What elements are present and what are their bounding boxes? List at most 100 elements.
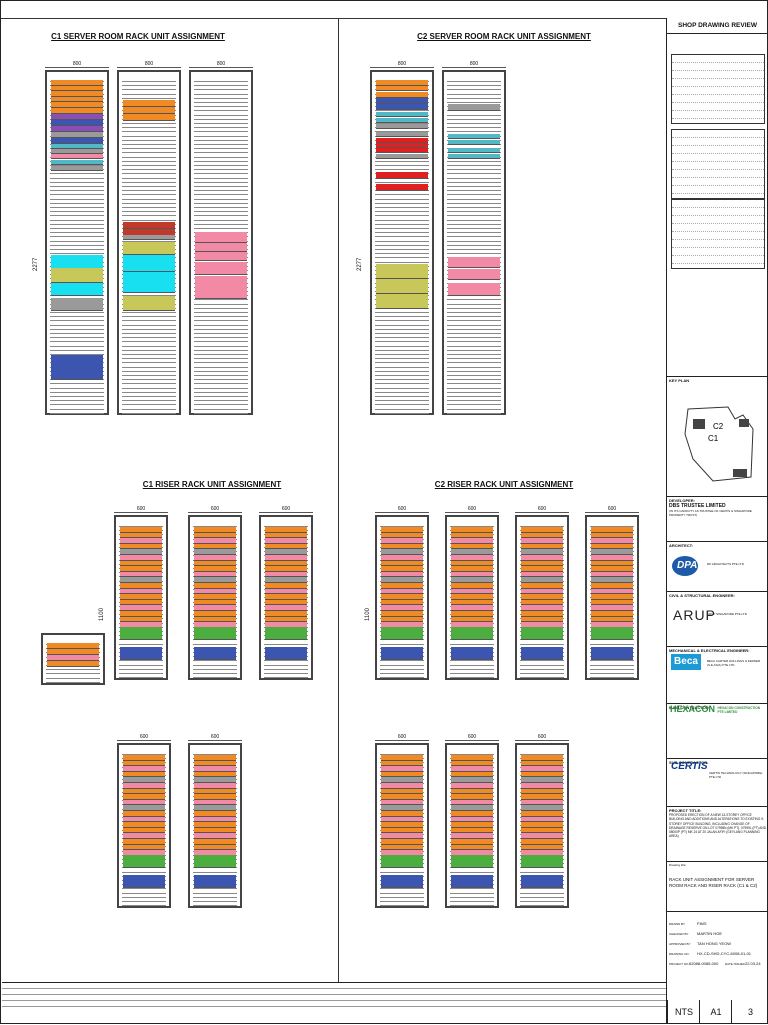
rack-unit bbox=[122, 869, 166, 873]
rack-unit bbox=[447, 233, 501, 238]
rack-unit bbox=[122, 376, 176, 381]
rack-unit bbox=[122, 309, 176, 313]
rack-unit bbox=[50, 338, 104, 343]
rack-unit bbox=[50, 162, 104, 166]
project-title: PROPOSED ERECTION OF A NEW 13-STOREY OFF… bbox=[669, 813, 767, 839]
rack-equipment bbox=[265, 560, 307, 567]
rack-equipment bbox=[451, 605, 493, 611]
rack-unit bbox=[194, 170, 248, 175]
rack-equipment bbox=[51, 268, 103, 283]
rack-unit bbox=[194, 82, 248, 87]
rack-unit bbox=[380, 869, 424, 873]
rack-equipment bbox=[451, 577, 493, 583]
rack-equipment bbox=[451, 755, 493, 761]
architect-label: ARCHITECT: bbox=[669, 543, 693, 548]
dimension-line bbox=[515, 512, 569, 513]
rack-unit bbox=[122, 313, 176, 318]
rack-equipment bbox=[265, 549, 307, 555]
rack-equipment bbox=[123, 760, 165, 767]
rack-unit bbox=[50, 183, 104, 187]
rack-equipment bbox=[194, 627, 236, 640]
rack-unit bbox=[447, 305, 501, 309]
rack-unit bbox=[447, 322, 501, 326]
rack-equipment bbox=[265, 532, 307, 539]
rack-unit bbox=[122, 86, 176, 91]
rack-unit bbox=[447, 128, 501, 133]
rack-equipment bbox=[120, 532, 162, 539]
c2-riser-rack-4 bbox=[585, 515, 639, 680]
rack-equipment bbox=[265, 588, 307, 595]
rack-unit bbox=[447, 212, 501, 217]
rack-equipment bbox=[194, 799, 236, 806]
rack-unit bbox=[375, 233, 429, 238]
rack-unit bbox=[122, 330, 176, 334]
rack-equipment bbox=[381, 766, 423, 772]
rack-unit bbox=[193, 523, 237, 527]
rack-unit bbox=[447, 410, 501, 414]
rack-equipment bbox=[194, 555, 236, 561]
rack-unit bbox=[50, 309, 104, 313]
rack-unit bbox=[194, 364, 248, 368]
rack-equipment bbox=[591, 647, 633, 660]
rack-unit bbox=[520, 890, 564, 894]
rack-equipment bbox=[123, 288, 175, 293]
rack-equipment bbox=[381, 647, 423, 660]
rack-equipment bbox=[521, 616, 563, 623]
rack-equipment bbox=[265, 538, 307, 544]
rack-equipment bbox=[381, 844, 423, 851]
rack-unit bbox=[590, 523, 634, 527]
dpa-logo: DPA bbox=[677, 560, 698, 571]
rack-equipment bbox=[591, 583, 633, 589]
rack-equipment bbox=[451, 811, 493, 817]
rack-unit bbox=[119, 523, 163, 527]
rack-unit bbox=[375, 309, 429, 313]
rack-equipment bbox=[376, 172, 428, 179]
rack-equipment bbox=[521, 538, 563, 544]
rack-unit bbox=[447, 309, 501, 313]
rack-equipment bbox=[120, 560, 162, 567]
rack-unit bbox=[50, 250, 104, 255]
rack-unit bbox=[122, 78, 176, 82]
rack-unit bbox=[122, 364, 176, 368]
dimension-line bbox=[442, 67, 506, 68]
rack-unit bbox=[122, 158, 176, 162]
c1-server-rack-2 bbox=[117, 70, 181, 415]
rack-unit bbox=[46, 679, 100, 683]
rack-equipment bbox=[123, 839, 165, 845]
rack-equipment bbox=[195, 232, 247, 243]
rack-unit bbox=[520, 670, 564, 674]
rack-unit bbox=[122, 217, 176, 221]
rack-equipment bbox=[521, 805, 563, 811]
rack-unit bbox=[122, 137, 176, 141]
rack-unit bbox=[122, 359, 176, 364]
rack-equipment bbox=[376, 132, 428, 137]
rack-equipment bbox=[123, 833, 165, 839]
rack-equipment bbox=[194, 844, 236, 851]
rack-unit bbox=[122, 175, 176, 179]
rack-unit bbox=[380, 898, 424, 902]
rack-equipment bbox=[194, 811, 236, 817]
rack-equipment bbox=[381, 627, 423, 640]
c2-riser-rack-1 bbox=[375, 515, 429, 680]
rack-equipment bbox=[194, 777, 236, 783]
rack-equipment bbox=[376, 124, 428, 129]
rack-equipment bbox=[120, 616, 162, 623]
rack-unit bbox=[450, 641, 494, 645]
rack-equipment bbox=[381, 783, 423, 789]
rack-unit bbox=[193, 662, 237, 666]
rack-unit bbox=[194, 99, 248, 103]
rack-unit bbox=[50, 225, 104, 229]
rack-equipment bbox=[381, 816, 423, 823]
rack-equipment bbox=[381, 794, 423, 800]
rack-unit bbox=[119, 657, 163, 662]
rack-unit bbox=[194, 116, 248, 120]
rack-unit bbox=[447, 225, 501, 229]
rack-equipment bbox=[521, 599, 563, 606]
rack-equipment bbox=[120, 555, 162, 561]
width-dimension: 600 bbox=[467, 734, 477, 740]
keyplan-diagram: C1 C2 bbox=[684, 406, 754, 482]
rack-equipment bbox=[591, 527, 633, 533]
rack-unit bbox=[590, 662, 634, 666]
review-stamp-2 bbox=[671, 129, 765, 199]
c2-riser-rack-5 bbox=[375, 743, 429, 908]
